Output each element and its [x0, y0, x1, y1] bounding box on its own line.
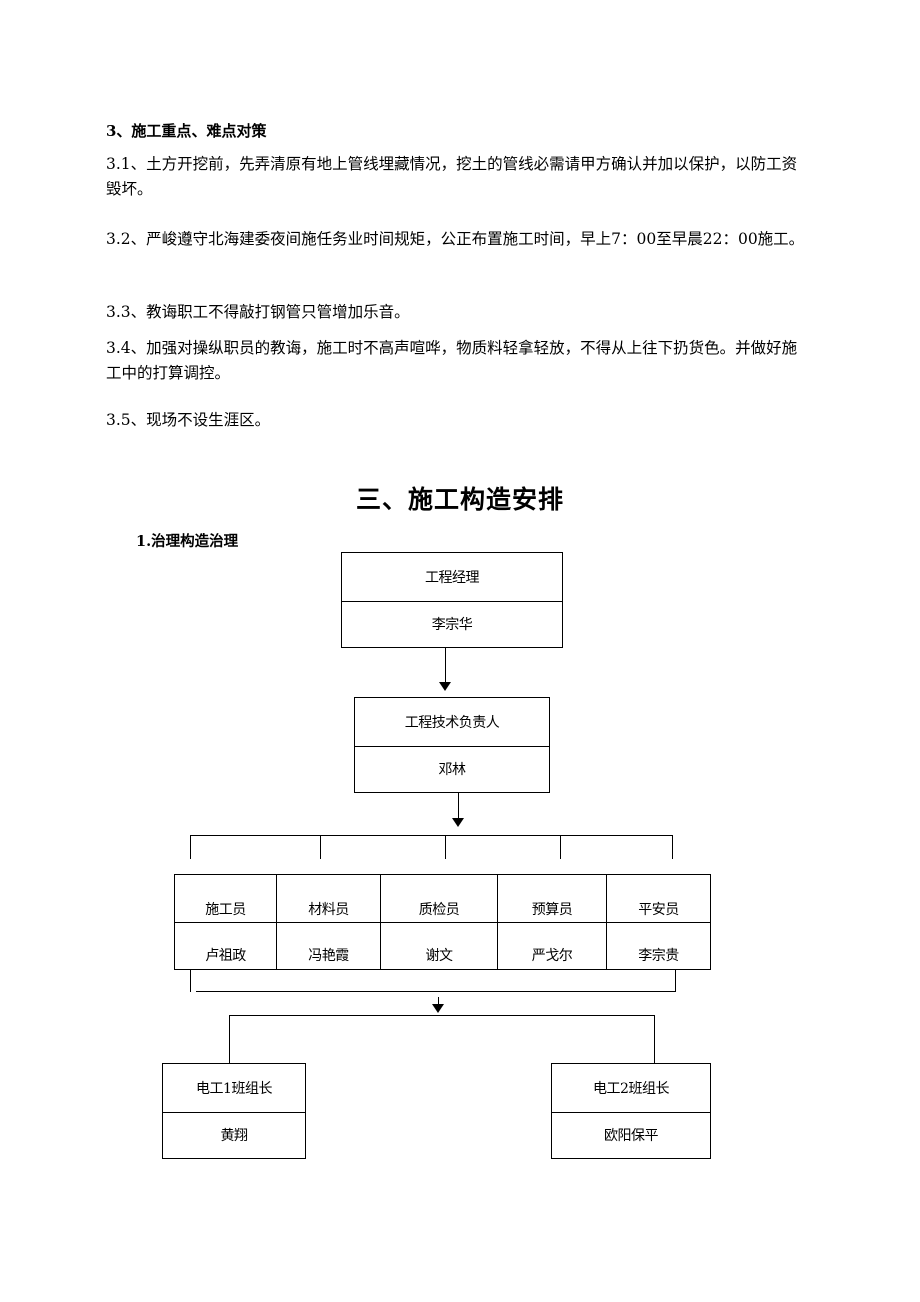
paragraph-3-3: 3.3、教诲职工不得敲打钢管只管增加乐音。 — [106, 303, 410, 321]
staff-name: 冯艳霞 — [308, 948, 349, 964]
connector-line — [445, 835, 446, 859]
connector-line — [445, 648, 446, 686]
staff-name: 李宗贵 — [638, 948, 679, 964]
section-heading: 3、施工重点、难点对策 — [106, 122, 267, 140]
staff-role: 平安员 — [638, 902, 679, 918]
staff-role: 预算员 — [531, 902, 573, 918]
paragraph-3-1: 3.1、土方开挖前，先弄清原有地上管线埋藏情况，挖土的管线必需请甲方确认并加以保… — [106, 155, 798, 198]
connector-line — [458, 793, 459, 821]
staff-role: 质检员 — [418, 902, 460, 918]
staff-role: 施工员 — [205, 902, 246, 918]
paragraph-3-4: 3.4、加强对操纵职员的教诲，施工时不高声喧哗，物质料轻拿轻放，不得从上往下扔货… — [106, 339, 798, 382]
connector-line — [190, 835, 673, 836]
team-leader-role: 电工1班组长 — [163, 1064, 305, 1113]
connector-line — [438, 997, 439, 1007]
staff-column: 预算员 严戈尔 — [498, 875, 607, 969]
staff-table: 施工员 卢祖政 材料员 冯艳霞 质检员 谢文 预算员 严戈尔 平安员 李宗贵 — [174, 874, 711, 970]
tech-lead-role: 工程技术负责人 — [355, 698, 549, 747]
manager-name: 李宗华 — [431, 617, 473, 633]
paragraph-3-5: 3.5、现场不设生涯区。 — [106, 411, 271, 429]
arrow-down-icon — [432, 1004, 444, 1013]
org-chart-heading: 1.治理构造治理 — [136, 533, 239, 550]
staff-name: 严戈尔 — [531, 948, 573, 964]
connector-line — [672, 835, 673, 859]
arrow-down-icon — [452, 818, 464, 827]
tech-lead-name: 邓林 — [438, 762, 467, 778]
connector-line — [229, 1015, 654, 1016]
connector-line — [229, 1015, 230, 1063]
team-leader-role: 电工2班组长 — [552, 1064, 710, 1113]
staff-role: 材料员 — [308, 902, 349, 918]
connector-line — [190, 970, 191, 992]
connector-line — [675, 970, 676, 992]
manager-box: 工程经理 李宗华 — [341, 552, 563, 648]
divider — [175, 922, 710, 923]
paragraph-3-2: 3.2、严峻遵守北海建委夜间施任务业时间规矩，公正布置施工时间，早上7：00至早… — [106, 230, 805, 248]
staff-column: 质检员 谢文 — [381, 875, 498, 969]
team-leader-name: 欧阳保平 — [604, 1128, 659, 1144]
staff-column: 平安员 李宗贵 — [607, 875, 710, 969]
connector-line — [320, 835, 321, 859]
staff-column: 施工员 卢祖政 — [175, 875, 277, 969]
staff-name: 卢祖政 — [205, 948, 246, 964]
manager-role: 工程经理 — [342, 553, 562, 602]
connector-line — [560, 835, 561, 859]
connector-line — [654, 1015, 655, 1063]
team-leader-1-box: 电工1班组长 黄翔 — [162, 1063, 306, 1159]
staff-column: 材料员 冯艳霞 — [277, 875, 381, 969]
team-leader-2-box: 电工2班组长 欧阳保平 — [551, 1063, 711, 1159]
arrow-down-icon — [439, 682, 451, 691]
chapter-title: 三、施工构造安排 — [355, 485, 564, 514]
team-leader-name: 黄翔 — [220, 1128, 249, 1144]
staff-name: 谢文 — [425, 948, 454, 964]
connector-line — [190, 835, 191, 859]
connector-line — [196, 991, 676, 992]
tech-lead-box: 工程技术负责人 邓林 — [354, 697, 550, 793]
